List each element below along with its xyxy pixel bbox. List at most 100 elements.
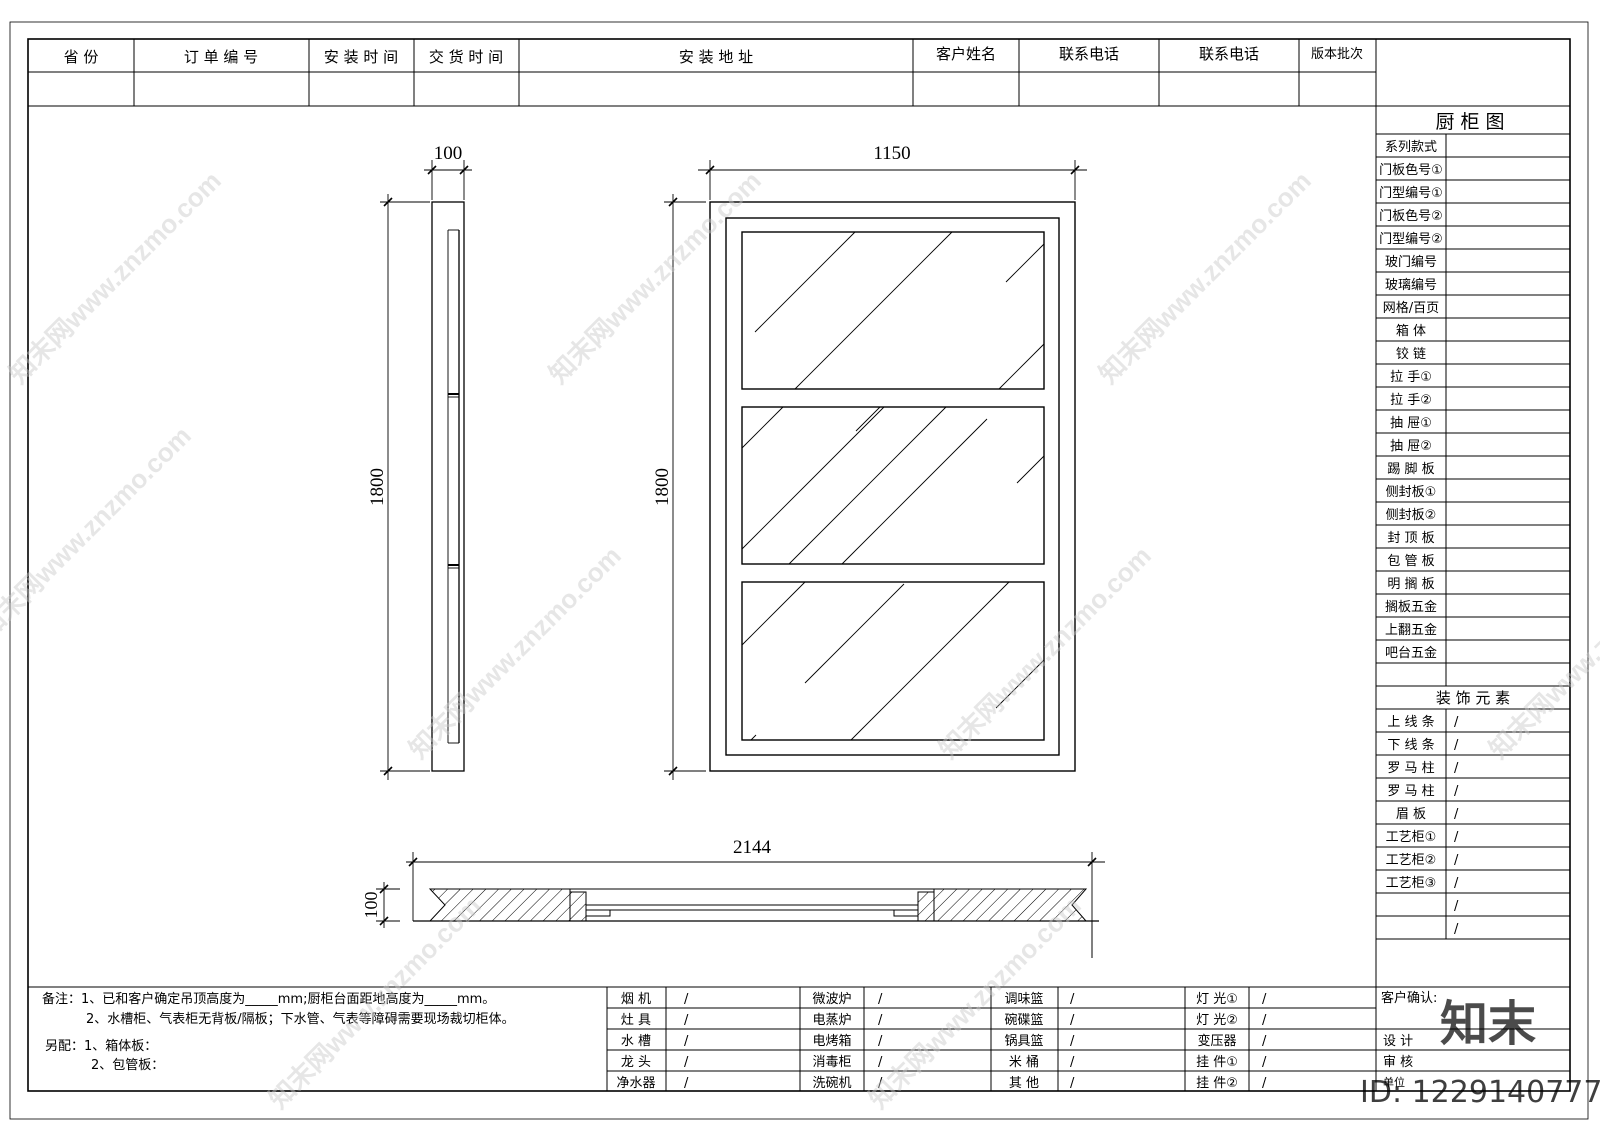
- appliance-label: 灯 光①: [1196, 992, 1238, 1007]
- side-height-dimension: [380, 194, 430, 780]
- appliance-label: 烟 机: [621, 992, 651, 1007]
- customer-confirm-label: 客户确认:: [1381, 990, 1437, 1006]
- appliance-label: 消毒柜: [812, 1055, 851, 1070]
- spec-row-label: 拉 手②: [1390, 393, 1432, 408]
- appliance-slash: /: [1262, 992, 1267, 1007]
- appliance-label: 米 桶: [1009, 1055, 1039, 1070]
- spec-row-label: 拉 手①: [1390, 370, 1432, 385]
- spec-row-label: 侧封板①: [1386, 485, 1437, 500]
- decor-title: 装 饰 元 素: [1436, 689, 1510, 707]
- decor-row-slash: /: [1454, 853, 1459, 868]
- appliance-slash: /: [1262, 1013, 1267, 1028]
- spec-row-label: 玻璃编号: [1385, 278, 1437, 293]
- plan-width-label: 2144: [733, 837, 772, 858]
- spec-row-label: 抽 屉②: [1390, 439, 1432, 454]
- appliance-slash: /: [684, 1013, 689, 1028]
- header-province: 省 份: [64, 48, 99, 66]
- appliance-slash: /: [878, 992, 883, 1007]
- spec-row-label: 包 管 板: [1387, 554, 1434, 569]
- appliance-slash: /: [1262, 1034, 1267, 1049]
- side-table-title: 厨 柜 图: [1435, 111, 1504, 133]
- spec-row-label: 踢 脚 板: [1387, 461, 1434, 477]
- appliance-label: 洗碗机: [812, 1075, 851, 1091]
- plan-depth-label: 100: [361, 892, 381, 919]
- appliance-label: 电烤箱: [812, 1033, 851, 1049]
- note-line-1: 备注：1、已和客户确定吊顶高度为_____mm;厨柜台面距地高度为_____mm…: [42, 991, 495, 1007]
- decor-row-slash: /: [1454, 715, 1459, 730]
- spec-row-label: 抽 屉①: [1390, 416, 1432, 431]
- watermark-text: 知末网www.znzmo.com: [543, 165, 767, 389]
- front-elevation: [709, 201, 1076, 772]
- decor-row-label: 罗 马 柱: [1387, 761, 1434, 776]
- glass-panel-bottom: [741, 581, 1045, 741]
- note-line-2: 2、水槽柜、气表柜无背板/隔板；下水管、气表等障碍需要现场裁切柜体。: [86, 1011, 515, 1027]
- front-width-dimension: [698, 160, 1087, 200]
- unit-label: 单位: [1383, 1075, 1405, 1089]
- decor-row-slash: /: [1454, 784, 1459, 799]
- appliance-label: 灶 具: [621, 1013, 651, 1028]
- note-line-3: 另配：1、箱体板：: [45, 1038, 157, 1054]
- watermark-id: ID: 1229140777: [1360, 1075, 1600, 1110]
- spec-row-label: 玻门编号: [1385, 255, 1437, 270]
- watermark-text: 知末网www.znzmo.com: [3, 165, 227, 389]
- side-spec-table: 厨 柜 图 系列款式门板色号①门型编号①门板色号②门型编号②玻门编号玻璃编号网格…: [1376, 111, 1570, 940]
- appliance-label: 锅具篮: [1004, 1033, 1043, 1049]
- appliance-slash: /: [1262, 1076, 1267, 1091]
- header-version: 版本批次: [1311, 46, 1363, 62]
- watermark-text: 知末网www.znzmo.com: [403, 540, 627, 764]
- spec-row-label: 明 搁 板: [1387, 577, 1434, 592]
- appliance-label: 水 槽: [621, 1034, 651, 1049]
- watermark-text: 知末网www.znzmo.com: [933, 540, 1157, 764]
- plan-width-dimension: [406, 852, 1105, 921]
- spec-row-label: 门型编号②: [1379, 232, 1443, 247]
- appliance-label: 其 他: [1009, 1076, 1039, 1091]
- spec-row-label: 门板色号②: [1379, 208, 1443, 224]
- header-delivery-time: 交 货 时 间: [429, 48, 503, 66]
- decor-row-slash: /: [1454, 738, 1459, 753]
- decor-row-label: 工艺柜②: [1386, 853, 1437, 868]
- header-customer-name: 客户姓名: [936, 45, 996, 63]
- appliance-slash: /: [1070, 1076, 1075, 1091]
- glass-panel-middle: [741, 406, 1045, 565]
- spec-row-label: 系列款式: [1385, 140, 1437, 155]
- side-width-dimension: [424, 160, 472, 200]
- glass-hatching: [741, 231, 1045, 741]
- watermark-text: 知末网www.znzmo.com: [0, 420, 197, 644]
- decor-row-slash: /: [1454, 807, 1459, 822]
- decor-row-label: 工艺柜①: [1386, 830, 1437, 845]
- spec-row-label: 上翻五金: [1385, 622, 1437, 638]
- decor-row-slash: /: [1454, 761, 1459, 776]
- plan-depth-dimension: [376, 882, 400, 928]
- side-width-label: 100: [434, 143, 463, 164]
- inner-border: [27, 38, 1571, 1092]
- watermark-text: 知末网www.znzmo.com: [863, 890, 1087, 1114]
- watermark-text: 知末网www.znzmo.com: [1093, 165, 1317, 389]
- front-height-label: 1800: [652, 468, 673, 506]
- header-phone-1: 联系电话: [1059, 45, 1119, 63]
- spec-row-label: 门型编号①: [1379, 186, 1443, 201]
- spec-row-label: 侧封板②: [1386, 508, 1437, 523]
- appliance-label: 挂 件①: [1196, 1055, 1238, 1070]
- decor-row-slash: /: [1454, 922, 1459, 937]
- decor-row-label: 工艺柜③: [1386, 876, 1437, 891]
- header-install-time: 安 装 时 间: [324, 48, 398, 66]
- appliance-label: 调味篮: [1004, 992, 1043, 1007]
- watermark-text: 知末网www.znzmo.com: [1483, 540, 1600, 764]
- appliance-label: 微波炉: [812, 992, 851, 1007]
- appliance-slash: /: [684, 992, 689, 1007]
- appliance-slash: /: [684, 1055, 689, 1070]
- plan-section: [413, 888, 1099, 958]
- appliance-slash: /: [684, 1034, 689, 1049]
- decor-row-label: 上 线 条: [1387, 714, 1434, 730]
- spec-row-label: 铰 链: [1396, 347, 1426, 362]
- appliance-slash: /: [1262, 1055, 1267, 1070]
- header-install-address: 安 装 地 址: [679, 48, 753, 66]
- watermark-layer: 知末网www.znzmo.com 知末网www.znzmo.com 知末网www…: [0, 165, 1600, 1114]
- spec-row-label: 门板色号①: [1379, 162, 1443, 178]
- appliance-slash: /: [1070, 1034, 1075, 1049]
- review-label: 审 核: [1383, 1055, 1413, 1070]
- appliance-slash: /: [1070, 1055, 1075, 1070]
- spec-row-label: 吧台五金: [1385, 645, 1437, 661]
- appliance-label: 电蒸炉: [812, 1013, 851, 1028]
